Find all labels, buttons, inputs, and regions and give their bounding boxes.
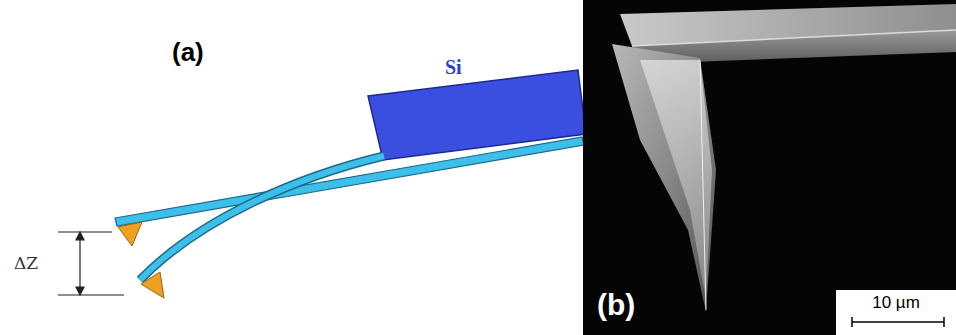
panel-letter: (b) bbox=[597, 288, 635, 321]
cantilever-bent bbox=[140, 156, 384, 280]
scale-bar bbox=[852, 317, 944, 327]
tip-bent bbox=[141, 272, 164, 298]
scale-label: 10 µm bbox=[872, 294, 920, 313]
material-label: Si bbox=[445, 56, 462, 78]
cantilever-rest bbox=[115, 137, 584, 226]
sem-background bbox=[583, 0, 956, 335]
sem-tip bbox=[612, 44, 716, 312]
dimension-mark bbox=[58, 232, 124, 295]
dimension-label: ΔZ bbox=[14, 254, 38, 273]
sem-beam-edge bbox=[632, 30, 956, 46]
scale-bar-box bbox=[836, 290, 956, 335]
panel-letter: (a) bbox=[172, 38, 204, 67]
cantilever-bent-outline bbox=[140, 156, 384, 280]
sem-tip-ridge bbox=[700, 60, 706, 310]
tip-rest bbox=[118, 222, 142, 246]
